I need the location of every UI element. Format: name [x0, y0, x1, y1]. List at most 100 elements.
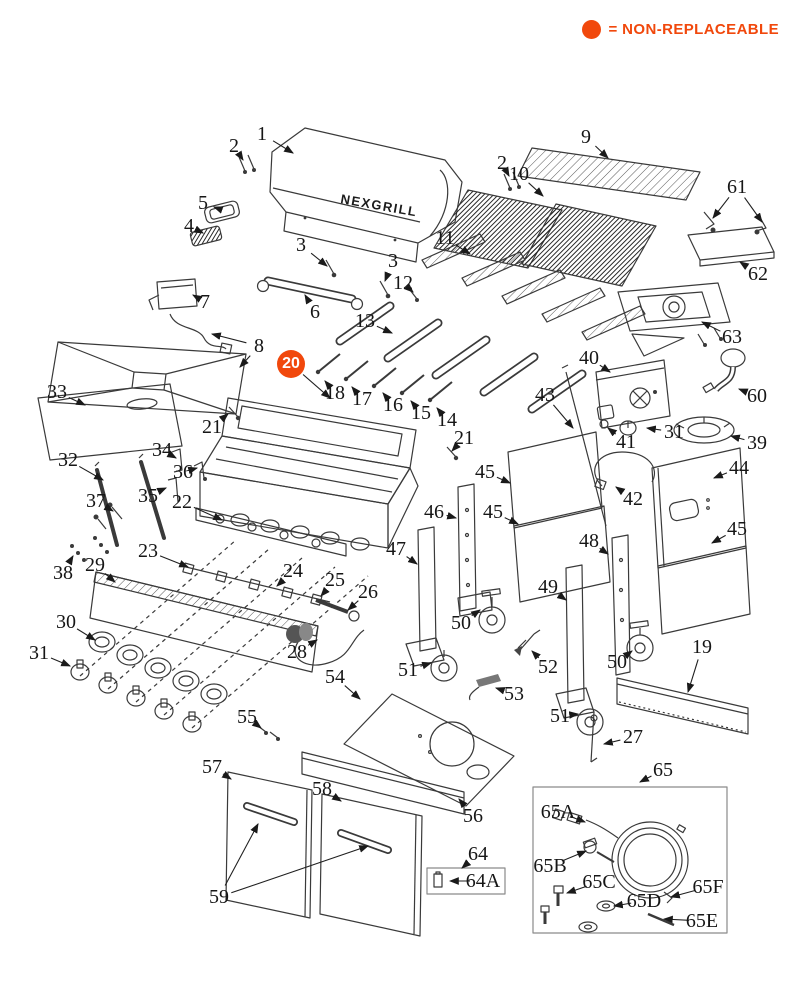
lid-logo-text: NEXGRILL [339, 191, 418, 219]
part-label-10: 10 [509, 163, 529, 185]
firebox-drawing [199, 397, 419, 551]
part-label-43: 43 [535, 384, 555, 406]
part-label-48: 48 [579, 530, 599, 552]
legend: = NON-REPLACEABLE [582, 20, 779, 39]
part-label-25: 25 [325, 569, 345, 591]
flame-tamers-drawing [421, 233, 646, 341]
part-label-39: 39 [747, 432, 767, 454]
bottom-shelf-drawing [301, 693, 515, 815]
part-label-56: 56 [463, 805, 483, 827]
part-label-59: 59 [209, 886, 229, 908]
part-label-42: 42 [623, 488, 643, 510]
part-label-3: 3 [296, 234, 306, 256]
part-label-18: 18 [325, 382, 345, 404]
part-label-65B: 65B [533, 855, 567, 877]
part-label-7: 7 [200, 291, 210, 313]
part-label-12: 12 [393, 272, 413, 294]
part-label-21: 21 [454, 427, 474, 449]
part-label-54: 54 [325, 666, 345, 688]
part-label-64A: 64A [465, 870, 501, 892]
thermometer-rod-drawing [561, 364, 607, 527]
side-shelf-plate-drawing [687, 226, 775, 267]
part-label-49: 49 [538, 576, 558, 598]
part-label-28: 28 [287, 641, 307, 663]
part-label-37: 37 [86, 490, 106, 512]
part-label-35: 35 [138, 485, 158, 507]
part-label-26: 26 [358, 581, 378, 603]
part-label-62: 62 [748, 263, 768, 285]
part-label-63: 63 [722, 326, 742, 348]
part-label-22: 22 [172, 491, 192, 513]
part-label-47: 47 [386, 538, 406, 560]
part-label-29: 29 [85, 554, 105, 576]
support-crossbar-drawing [195, 507, 347, 557]
part-label-45: 45 [727, 518, 747, 540]
part-label-50: 50 [607, 651, 627, 673]
part-label-38: 38 [53, 562, 73, 584]
part-label-9: 9 [581, 126, 591, 148]
part-label-6: 6 [310, 301, 320, 323]
part-label-31: 31 [664, 421, 684, 443]
cart-frame-drawing [405, 431, 751, 763]
part-label-13: 13 [355, 310, 375, 332]
part-label-52: 52 [538, 656, 558, 678]
igniter-wire-drawing [594, 451, 655, 491]
part-label-61: 61 [727, 176, 747, 198]
non-replaceable-dot-icon [582, 20, 602, 39]
part-label-65: 65 [653, 759, 673, 781]
part-label-64: 64 [468, 843, 488, 865]
part-label-65E: 65E [685, 910, 719, 932]
part-label-5: 5 [198, 192, 208, 214]
part-label-65D: 65D [626, 890, 662, 912]
part-label-24: 24 [283, 560, 303, 582]
grease-tray-drawing [37, 341, 247, 461]
cooking-grates-drawing [433, 189, 657, 287]
part-label-3: 3 [388, 250, 398, 272]
part-label-2: 2 [229, 135, 239, 157]
part-label-32: 32 [58, 449, 78, 471]
part-label-1: 1 [257, 123, 267, 145]
legend-text: = NON-REPLACEABLE [608, 21, 779, 38]
part-label-19: 19 [692, 636, 712, 658]
part-label-44: 44 [729, 457, 749, 479]
part-label-50: 50 [451, 612, 471, 634]
part-label-15: 15 [411, 402, 431, 424]
part-label-8: 8 [254, 335, 264, 357]
part-label-45: 45 [475, 461, 495, 483]
part-label-36: 36 [173, 461, 193, 483]
part-label-23: 23 [138, 540, 158, 562]
knobs-drawing [70, 631, 228, 733]
igniter-electrodes-drawing [703, 211, 767, 235]
part-label-57: 57 [202, 756, 222, 778]
part-label-27: 27 [623, 726, 643, 748]
part-label-40: 40 [579, 347, 599, 369]
part-label-4: 4 [184, 215, 194, 237]
side-burner-tube-drawing [702, 348, 746, 394]
part-label-11: 11 [435, 227, 455, 249]
side-burner-box-drawing [617, 282, 731, 357]
part-label-16: 16 [383, 394, 403, 416]
part-label-31: 31 [29, 642, 49, 664]
part-label-60: 60 [747, 385, 767, 407]
part-label-65C: 65C [582, 871, 616, 893]
part-label-45: 45 [483, 501, 503, 523]
part-label-34: 34 [152, 439, 172, 461]
part-label-21: 21 [202, 416, 222, 438]
part-label-65A: 65A [540, 801, 576, 823]
part-label-30: 30 [56, 611, 76, 633]
part-label-53: 53 [504, 683, 524, 705]
part-label-20-highlighted: 20 [277, 350, 305, 378]
part-label-58: 58 [312, 778, 332, 800]
part-label-65F: 65F [692, 876, 724, 898]
part-label-46: 46 [424, 501, 444, 523]
part-label-51: 51 [398, 659, 418, 681]
side-control-panel-drawing [595, 359, 671, 436]
part-label-33: 33 [47, 381, 67, 403]
part-label-14: 14 [437, 409, 457, 431]
part-label-51: 51 [550, 705, 570, 727]
warming-rack-drawing [517, 147, 701, 201]
part-label-2: 2 [497, 152, 507, 174]
part-label-41: 41 [616, 431, 636, 453]
